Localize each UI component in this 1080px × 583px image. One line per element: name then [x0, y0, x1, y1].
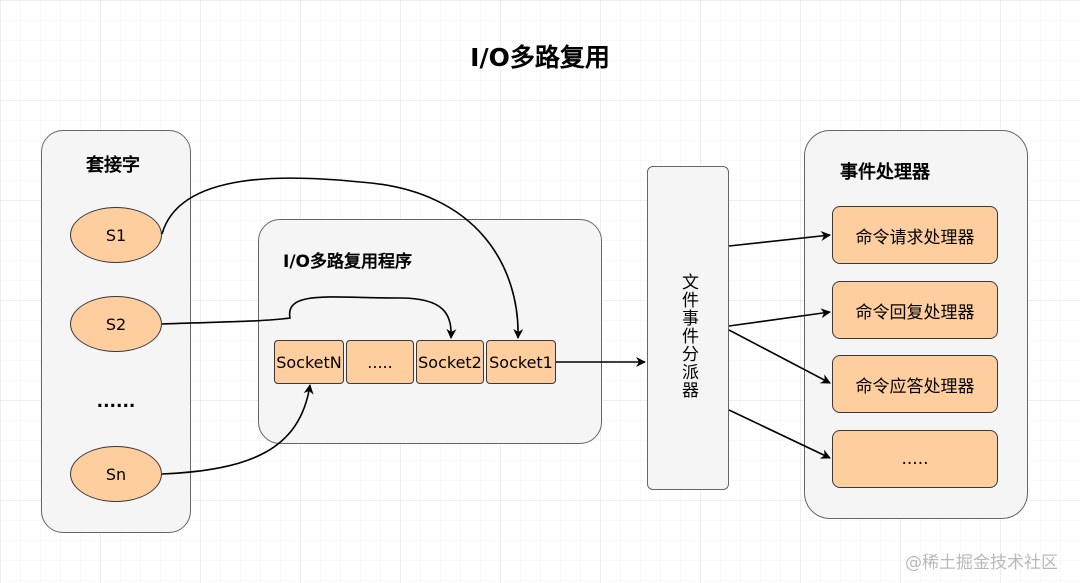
sockets-panel-title: 套接字 [86, 155, 140, 176]
handler-reply: 命令回复处理器 [832, 281, 998, 339]
handler-request: 命令请求处理器 [832, 206, 998, 264]
socket-s1: S1 [70, 207, 162, 263]
diagram-title: I/O多路复用 [470, 43, 610, 72]
watermark: @稀土掘金技术社区 [905, 553, 1058, 573]
queue-socket1: Socket1 [486, 340, 556, 384]
handler-ellipsis: ..... [832, 430, 998, 488]
multiplexer-title: I/O多路复用程序 [283, 252, 412, 272]
queue-socket2: Socket2 [416, 340, 484, 384]
socket-sn: Sn [70, 446, 162, 502]
dispatcher-label: 文件事件分派器 [678, 273, 698, 399]
socket-ellipsis: ...... [96, 392, 136, 412]
queue-socketn: SocketN [274, 340, 344, 384]
handler-response: 命令应答处理器 [832, 355, 998, 413]
handlers-panel-title: 事件处理器 [840, 162, 930, 183]
socket-s2: S2 [70, 296, 162, 352]
queue-ellipsis: ..... [346, 340, 414, 384]
dispatcher-box [647, 166, 729, 490]
